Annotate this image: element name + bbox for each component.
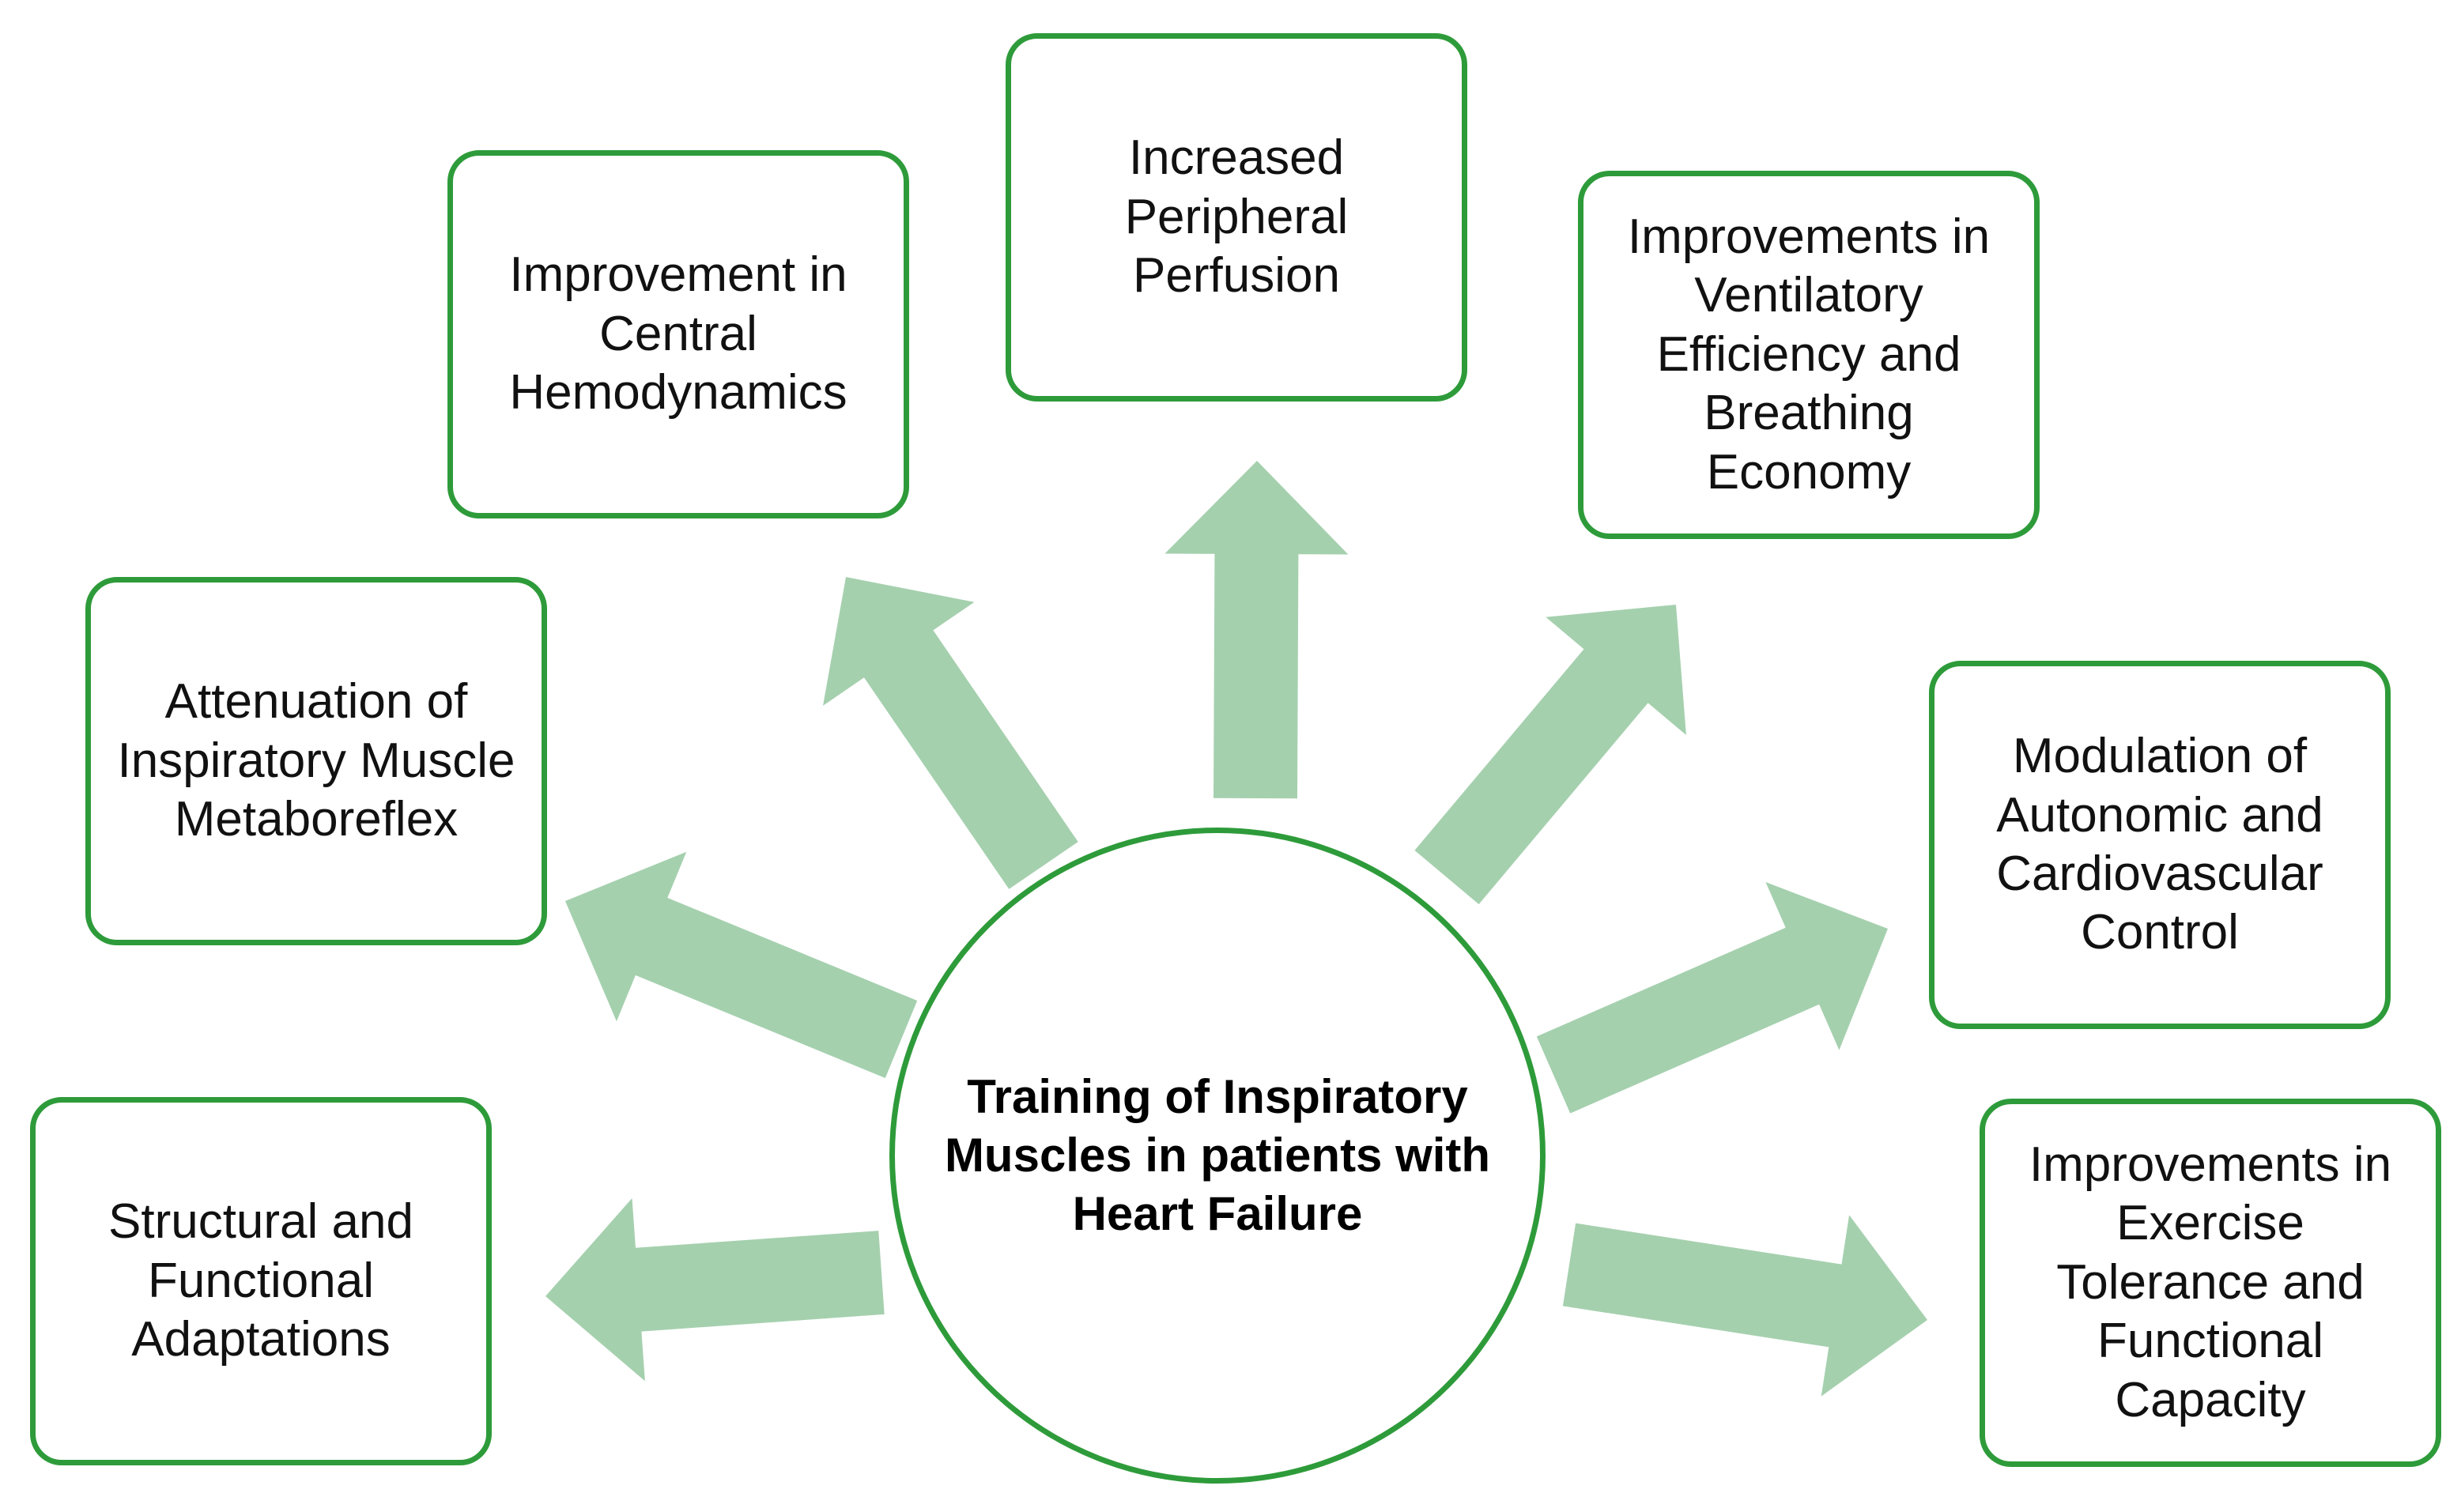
central-hub: Training of Inspiratory Muscles in patie… [889, 828, 1546, 1484]
node-label: Structural and Functional Adaptations [108, 1194, 413, 1367]
node-metaboreflex-attenuation: Attenuation of Inspiratory Muscle Metabo… [85, 577, 547, 945]
node-label: Improvements in Ventilatory Efficiency a… [1627, 209, 1991, 500]
node-structural-adaptations: Structural and Functional Adaptations [30, 1097, 492, 1465]
node-label: Improvement in Central Hemodynamics [509, 247, 847, 420]
node-ventilatory-efficiency: Improvements in Ventilatory Efficiency a… [1578, 171, 2040, 539]
arrow-to-metaboreflex-attenuation [565, 851, 918, 1078]
node-label: Improvements in Exercise Tolerance and F… [2029, 1137, 2392, 1427]
arrow-to-exercise-tolerance [1562, 1215, 1927, 1397]
node-label: Attenuation of Inspiratory Muscle Metabo… [117, 674, 515, 847]
node-central-hemodynamics: Improvement in Central Hemodynamics [447, 150, 909, 518]
node-autonomic-modulation: Modulation of Autonomic and Cardiovascul… [1929, 661, 2391, 1029]
node-label: Increased Peripheral Perfusion [1124, 130, 1349, 304]
node-exercise-tolerance: Improvements in Exercise Tolerance and F… [1980, 1099, 2441, 1467]
node-peripheral-perfusion: Increased Peripheral Perfusion [1006, 33, 1467, 402]
arrow-to-autonomic-modulation [1536, 882, 1888, 1114]
arrow-to-structural-adaptations [545, 1198, 885, 1382]
arrow-to-peripheral-perfusion [1164, 461, 1349, 799]
central-hub-label: Training of Inspiratory Muscles in patie… [944, 1070, 1491, 1240]
node-label: Modulation of Autonomic and Cardiovascul… [1996, 729, 2323, 960]
arrow-to-central-hemodynamics [823, 577, 1078, 889]
arrow-to-ventilatory-efficiency [1414, 605, 1686, 905]
